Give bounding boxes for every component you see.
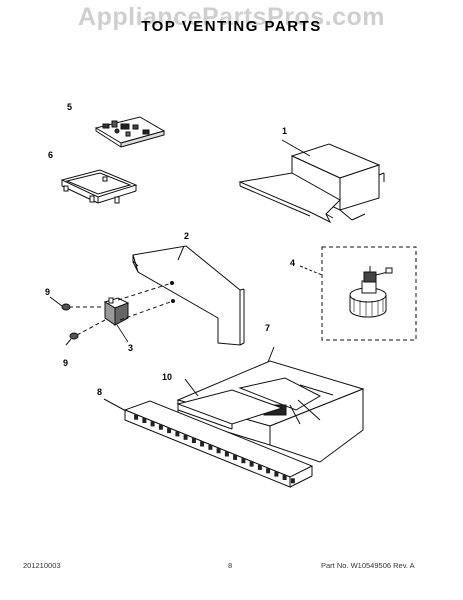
callout-5: 5	[67, 102, 73, 112]
grille-slot	[208, 444, 213, 450]
grille-slot	[216, 448, 221, 454]
callout-9-upper: 9	[45, 287, 51, 297]
part-8-grille	[103, 398, 314, 488]
part-3-switch	[103, 297, 130, 343]
part-2-panel	[132, 245, 245, 346]
callout-10: 10	[162, 372, 173, 382]
callout-4: 4	[290, 258, 296, 268]
watermark: AppliancePartsPros.com	[78, 3, 385, 31]
grille-slot	[282, 475, 287, 480]
grille-slot	[150, 421, 155, 427]
grille-slot	[167, 428, 172, 434]
grille-slot	[175, 431, 180, 437]
callout-1: 1	[282, 126, 288, 136]
part-10-filter	[176, 378, 284, 430]
footer-doc-number: 201210003	[23, 561, 61, 570]
part-4-motor-assembly	[299, 246, 417, 341]
grille-slot	[142, 418, 147, 423]
grille-slot	[191, 438, 196, 444]
callout-8: 8	[97, 387, 103, 397]
callout-9-lower: 9	[63, 358, 69, 368]
grille-slot	[266, 468, 271, 474]
grille-slot	[183, 434, 188, 440]
part-6-bracket-tray	[60, 169, 138, 204]
part-9-screws	[49, 296, 79, 346]
callout-2: 2	[184, 231, 190, 241]
callout-3: 3	[128, 343, 134, 353]
grille-slot	[233, 454, 238, 460]
grille-slot	[241, 458, 246, 464]
grille-slot	[134, 414, 139, 420]
grille-slot	[224, 451, 229, 457]
alignment-lines	[69, 282, 174, 336]
grille-slot	[274, 471, 279, 477]
grille-slot	[158, 424, 163, 430]
grille-slot	[257, 464, 262, 470]
footer-page-number: 8	[228, 561, 233, 570]
grille-slot	[200, 441, 205, 447]
footer-part-number: Part No. W10549506 Rev. A	[321, 561, 415, 570]
page-title: TOP VENTING PARTS	[141, 18, 322, 35]
callout-7: 7	[265, 323, 271, 333]
callout-6: 6	[48, 150, 54, 160]
grille-slot	[249, 461, 254, 467]
part-1-vent-duct	[238, 139, 385, 224]
part-5-control-board	[94, 116, 166, 148]
grille-slot	[290, 478, 295, 484]
